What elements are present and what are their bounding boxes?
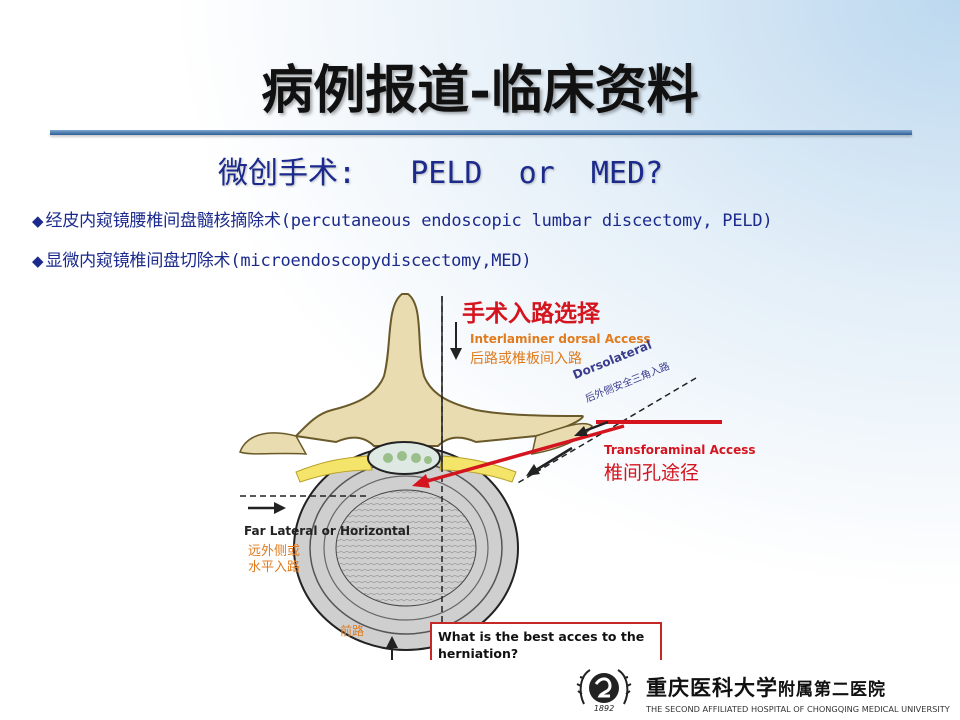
hospital-name-cn: 重庆医科大学附属第二医院 — [646, 672, 886, 702]
disc-annulus-ring — [323, 475, 489, 621]
transforaminal-black-arrow — [581, 420, 609, 434]
nerve-root-right — [439, 455, 517, 483]
dorsolateral-arrow — [535, 446, 573, 472]
dorsolateral-arrow-head — [526, 464, 540, 476]
bullet-med: ◆显微内窥镜椎间盘切除术(microendoscopydiscectomy,ME… — [32, 246, 532, 271]
spinal-cord-fibers — [383, 453, 393, 463]
anterior-arrow-head — [386, 636, 398, 648]
transforaminal-label-cn: 椎间孔途径 — [604, 462, 700, 484]
vertebra-illustration — [239, 293, 722, 660]
hospital-affiliate-cn: 附属第二医院 — [778, 680, 886, 700]
question-text: What is the best acces to the herniation… — [438, 629, 645, 660]
transverse-process-left — [239, 432, 308, 455]
far-lateral-label-en: Far Lateral or Horizontal — [244, 524, 410, 538]
hospital-seal-icon — [576, 669, 632, 705]
disc-nucleus — [335, 489, 477, 607]
university-name-cn: 重庆医科大学 — [646, 675, 778, 700]
slide-title: 病例报道-临床资料 — [261, 60, 699, 121]
spinal-cord-fibers — [411, 453, 421, 463]
spinal-cord-fibers — [397, 451, 407, 461]
spinal-cord-fibers — [424, 456, 432, 464]
surgical-approach-figure: 手术入路选择 Interlaminer dorsal Access 后路或椎板间… — [236, 286, 756, 660]
transforaminal-red-arrow — [423, 424, 625, 484]
hospital-logo: 1892 重庆医科大学附属第二医院 THE SECOND AFFILIATED … — [572, 660, 952, 718]
far-lateral-arrow-head — [274, 502, 286, 514]
nerve-root-left — [295, 455, 373, 483]
question-box: What is the best acces to the herniation… — [430, 622, 662, 660]
transforaminal-black-arrow-head — [574, 426, 588, 436]
diamond-bullet-icon: ◆ — [32, 252, 44, 270]
bullet-med-text: 显微内窥镜椎间盘切除术(microendoscopydiscectomy,MED… — [45, 251, 532, 271]
bullet-peld-text: 经皮内窥镜腰椎间盘髓核摘除术(percutaneous endoscopic l… — [45, 211, 773, 231]
seal-year: 1892 — [593, 704, 615, 713]
bullet-peld: ◆经皮内窥镜腰椎间盘髓核摘除术(percutaneous endoscopic … — [32, 206, 773, 231]
transforaminal-arrow-head — [412, 474, 430, 488]
anterior-label: 前路 — [340, 624, 365, 638]
diamond-bullet-icon: ◆ — [32, 212, 44, 230]
far-lateral-label-cn-1: 远外侧或 — [248, 544, 301, 559]
vertebral-arch — [293, 293, 584, 447]
transforaminal-label-en: Transforaminal Access — [604, 443, 756, 457]
interlaminar-arrow-head — [450, 348, 462, 360]
interlaminar-label-en: Interlaminer dorsal Access — [470, 332, 651, 346]
slide-subtitle: 微创手术: PELD or MED? — [218, 156, 664, 191]
approach-heading: 手术入路选择 — [462, 301, 600, 327]
far-lateral-label-cn-2: 水平入路 — [248, 560, 301, 575]
interlaminar-label-cn: 后路或椎板间入路 — [470, 351, 582, 367]
title-underline — [50, 130, 912, 135]
hospital-name-en: THE SECOND AFFILIATED HOSPITAL OF CHONGQ… — [646, 704, 950, 714]
